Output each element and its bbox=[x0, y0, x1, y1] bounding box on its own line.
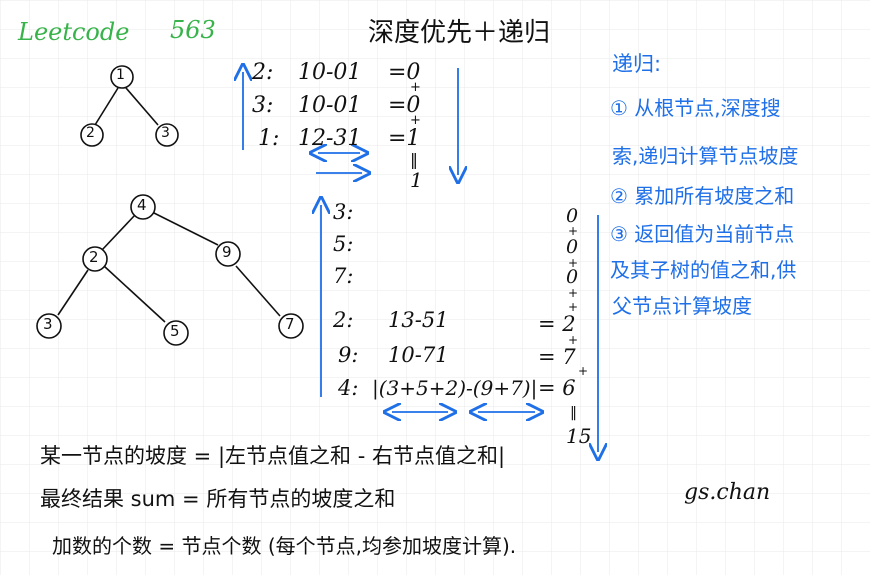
tree-large-label-5: 5 bbox=[170, 322, 180, 340]
sum-plus: + bbox=[410, 80, 421, 95]
calc-expr: 10-01 bbox=[298, 60, 362, 85]
tree-large-edge bbox=[151, 211, 219, 246]
sum-item: + bbox=[568, 256, 579, 270]
sum-item: 6 bbox=[580, 364, 581, 365]
tree-small-edge bbox=[125, 87, 159, 126]
tree-large-edge bbox=[235, 265, 281, 317]
sum-item: 2 bbox=[580, 300, 581, 301]
tree-large-label-4: 4 bbox=[137, 196, 147, 214]
notes-line: 索,递归计算节点坡度 bbox=[612, 144, 799, 168]
calc-label: 2: bbox=[333, 308, 354, 332]
calc-label: 7: bbox=[333, 264, 354, 288]
brand-label: Leetcode bbox=[18, 18, 130, 46]
sum-item: 0 bbox=[566, 236, 579, 258]
calc-label: 9: bbox=[338, 343, 359, 367]
tree-small-node-1 bbox=[110, 65, 134, 89]
calc-label: 2: bbox=[252, 60, 274, 85]
tree-large-node-5 bbox=[163, 320, 189, 346]
tree-large-edge bbox=[103, 265, 166, 323]
definition-count: 加数的个数 = 节点个数 (每个节点,均参加坡度计算). bbox=[52, 534, 517, 558]
notes-line: ① 从根节点,深度搜 bbox=[610, 96, 781, 120]
sum-total: 15 bbox=[566, 424, 592, 448]
tree-small-label-2: 2 bbox=[86, 125, 95, 141]
sum-item: ‖ bbox=[570, 405, 577, 421]
sum-item: 0 bbox=[566, 266, 579, 288]
problem-number: 563 bbox=[170, 16, 216, 44]
calc-result: =1 bbox=[388, 126, 421, 151]
sum-equals: ‖ bbox=[410, 150, 418, 169]
tree-large-node-2 bbox=[82, 246, 108, 272]
sum-item: + bbox=[578, 364, 589, 378]
calc-result: =0 bbox=[388, 93, 421, 118]
calc-result: = 6 bbox=[538, 376, 576, 400]
calc-result: =0 bbox=[388, 60, 421, 85]
calc-expr: 13-51 bbox=[388, 308, 449, 332]
sum-item: + bbox=[568, 286, 579, 300]
page-title: 深度优先＋递归 bbox=[368, 18, 551, 48]
tree-large-node-4 bbox=[130, 194, 156, 220]
sum-item: 0 bbox=[566, 272, 567, 273]
author-signature: gs.chan bbox=[684, 480, 771, 505]
tree-small-node-2 bbox=[80, 123, 104, 147]
tree-small-label-1: 1 bbox=[116, 67, 125, 83]
sum-item: + bbox=[568, 333, 579, 347]
calc-expr: 10-71 bbox=[388, 343, 449, 367]
calc-label: 5: bbox=[333, 232, 354, 256]
definition-sum: 最终结果 sum = 所有节点的坡度之和 bbox=[40, 487, 396, 511]
notes-title: 递归: bbox=[612, 52, 662, 76]
tree-small-edge bbox=[94, 87, 119, 126]
calc-result: = 2 bbox=[538, 312, 576, 336]
calc-label: 1: bbox=[258, 126, 280, 151]
tree-large-node-7 bbox=[278, 313, 304, 339]
definition-slope: 某一节点的坡度 = |左节点值之和 - 右节点值之和| bbox=[40, 444, 506, 468]
tree-small-node-3 bbox=[155, 123, 179, 147]
sum-item: + bbox=[568, 300, 579, 314]
tree-large-label-9: 9 bbox=[222, 243, 232, 261]
tree-small-label-3: 3 bbox=[161, 125, 170, 141]
calc-result: = 7 bbox=[538, 345, 576, 369]
notes-line: 及其子树的值之和,供 bbox=[610, 258, 797, 282]
calc-label: 3: bbox=[333, 200, 354, 224]
notes-line: ③ 返回值为当前节点 bbox=[610, 222, 795, 246]
tree-large-label-2: 2 bbox=[89, 248, 99, 266]
tree-large-node-9 bbox=[215, 241, 241, 267]
calc-expr: |(3+5+2)-(9+7)| bbox=[372, 376, 538, 400]
tree-large-edge bbox=[101, 214, 136, 251]
sum-plus: + bbox=[410, 113, 421, 128]
sum-item: + bbox=[568, 224, 579, 238]
sum-total: 1 bbox=[410, 168, 423, 192]
notes-line: 父节点计算坡度 bbox=[612, 294, 752, 318]
tree-large-label-3: 3 bbox=[43, 315, 53, 333]
tree-large-label-7: 7 bbox=[285, 315, 295, 333]
sum-item: 7 bbox=[580, 333, 581, 334]
tree-large-edge bbox=[57, 269, 89, 316]
notes-line: ② 累加所有坡度之和 bbox=[610, 184, 795, 208]
calc-expr: 12-31 bbox=[298, 126, 362, 151]
calc-expr: 10-01 bbox=[298, 93, 362, 118]
sum-item: 0 bbox=[566, 205, 579, 227]
calc-label: 4: bbox=[338, 376, 359, 400]
tree-large-node-3 bbox=[36, 313, 62, 339]
calc-label: 3: bbox=[252, 93, 274, 118]
